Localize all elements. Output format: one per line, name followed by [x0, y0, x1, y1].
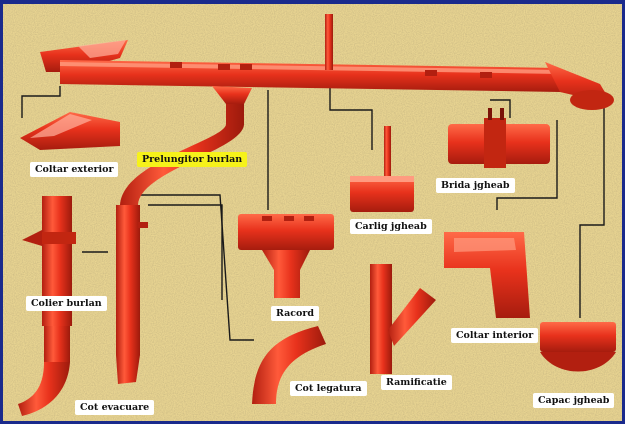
label-cot-legatura: Cot legatura — [290, 381, 367, 396]
label-carlig-jgheab: Carlig jgheab — [350, 219, 432, 234]
label-colier-burlan: Colier burlan — [26, 296, 107, 311]
ramificatie-part — [370, 264, 436, 374]
main-gutter — [40, 14, 614, 110]
label-capac-jgheab: Capac jgheab — [533, 393, 615, 408]
racord-part — [238, 214, 334, 298]
label-racord: Racord — [271, 306, 320, 321]
label-cot-evacuare: Cot evacuare — [75, 400, 155, 415]
label-ramificatie: Ramificatie — [381, 375, 452, 390]
label-prelungitor-burlan: Prelungitor burlan — [137, 152, 248, 167]
carlig-jgheab-part — [350, 126, 414, 212]
cot-evacuare-part — [18, 326, 70, 416]
leader-lines — [21, 80, 605, 341]
label-brida-jgheab: Brida jgheab — [436, 178, 515, 193]
coltar-exterior-part — [20, 112, 120, 150]
cot-legatura-part — [252, 326, 326, 404]
brida-jgheab-part — [448, 108, 550, 168]
label-coltar-interior: Coltar interior — [451, 328, 539, 343]
capac-jgheab-part — [540, 322, 616, 372]
coltar-interior-part — [444, 232, 530, 318]
label-coltar-exterior: Coltar exterior — [30, 162, 119, 177]
